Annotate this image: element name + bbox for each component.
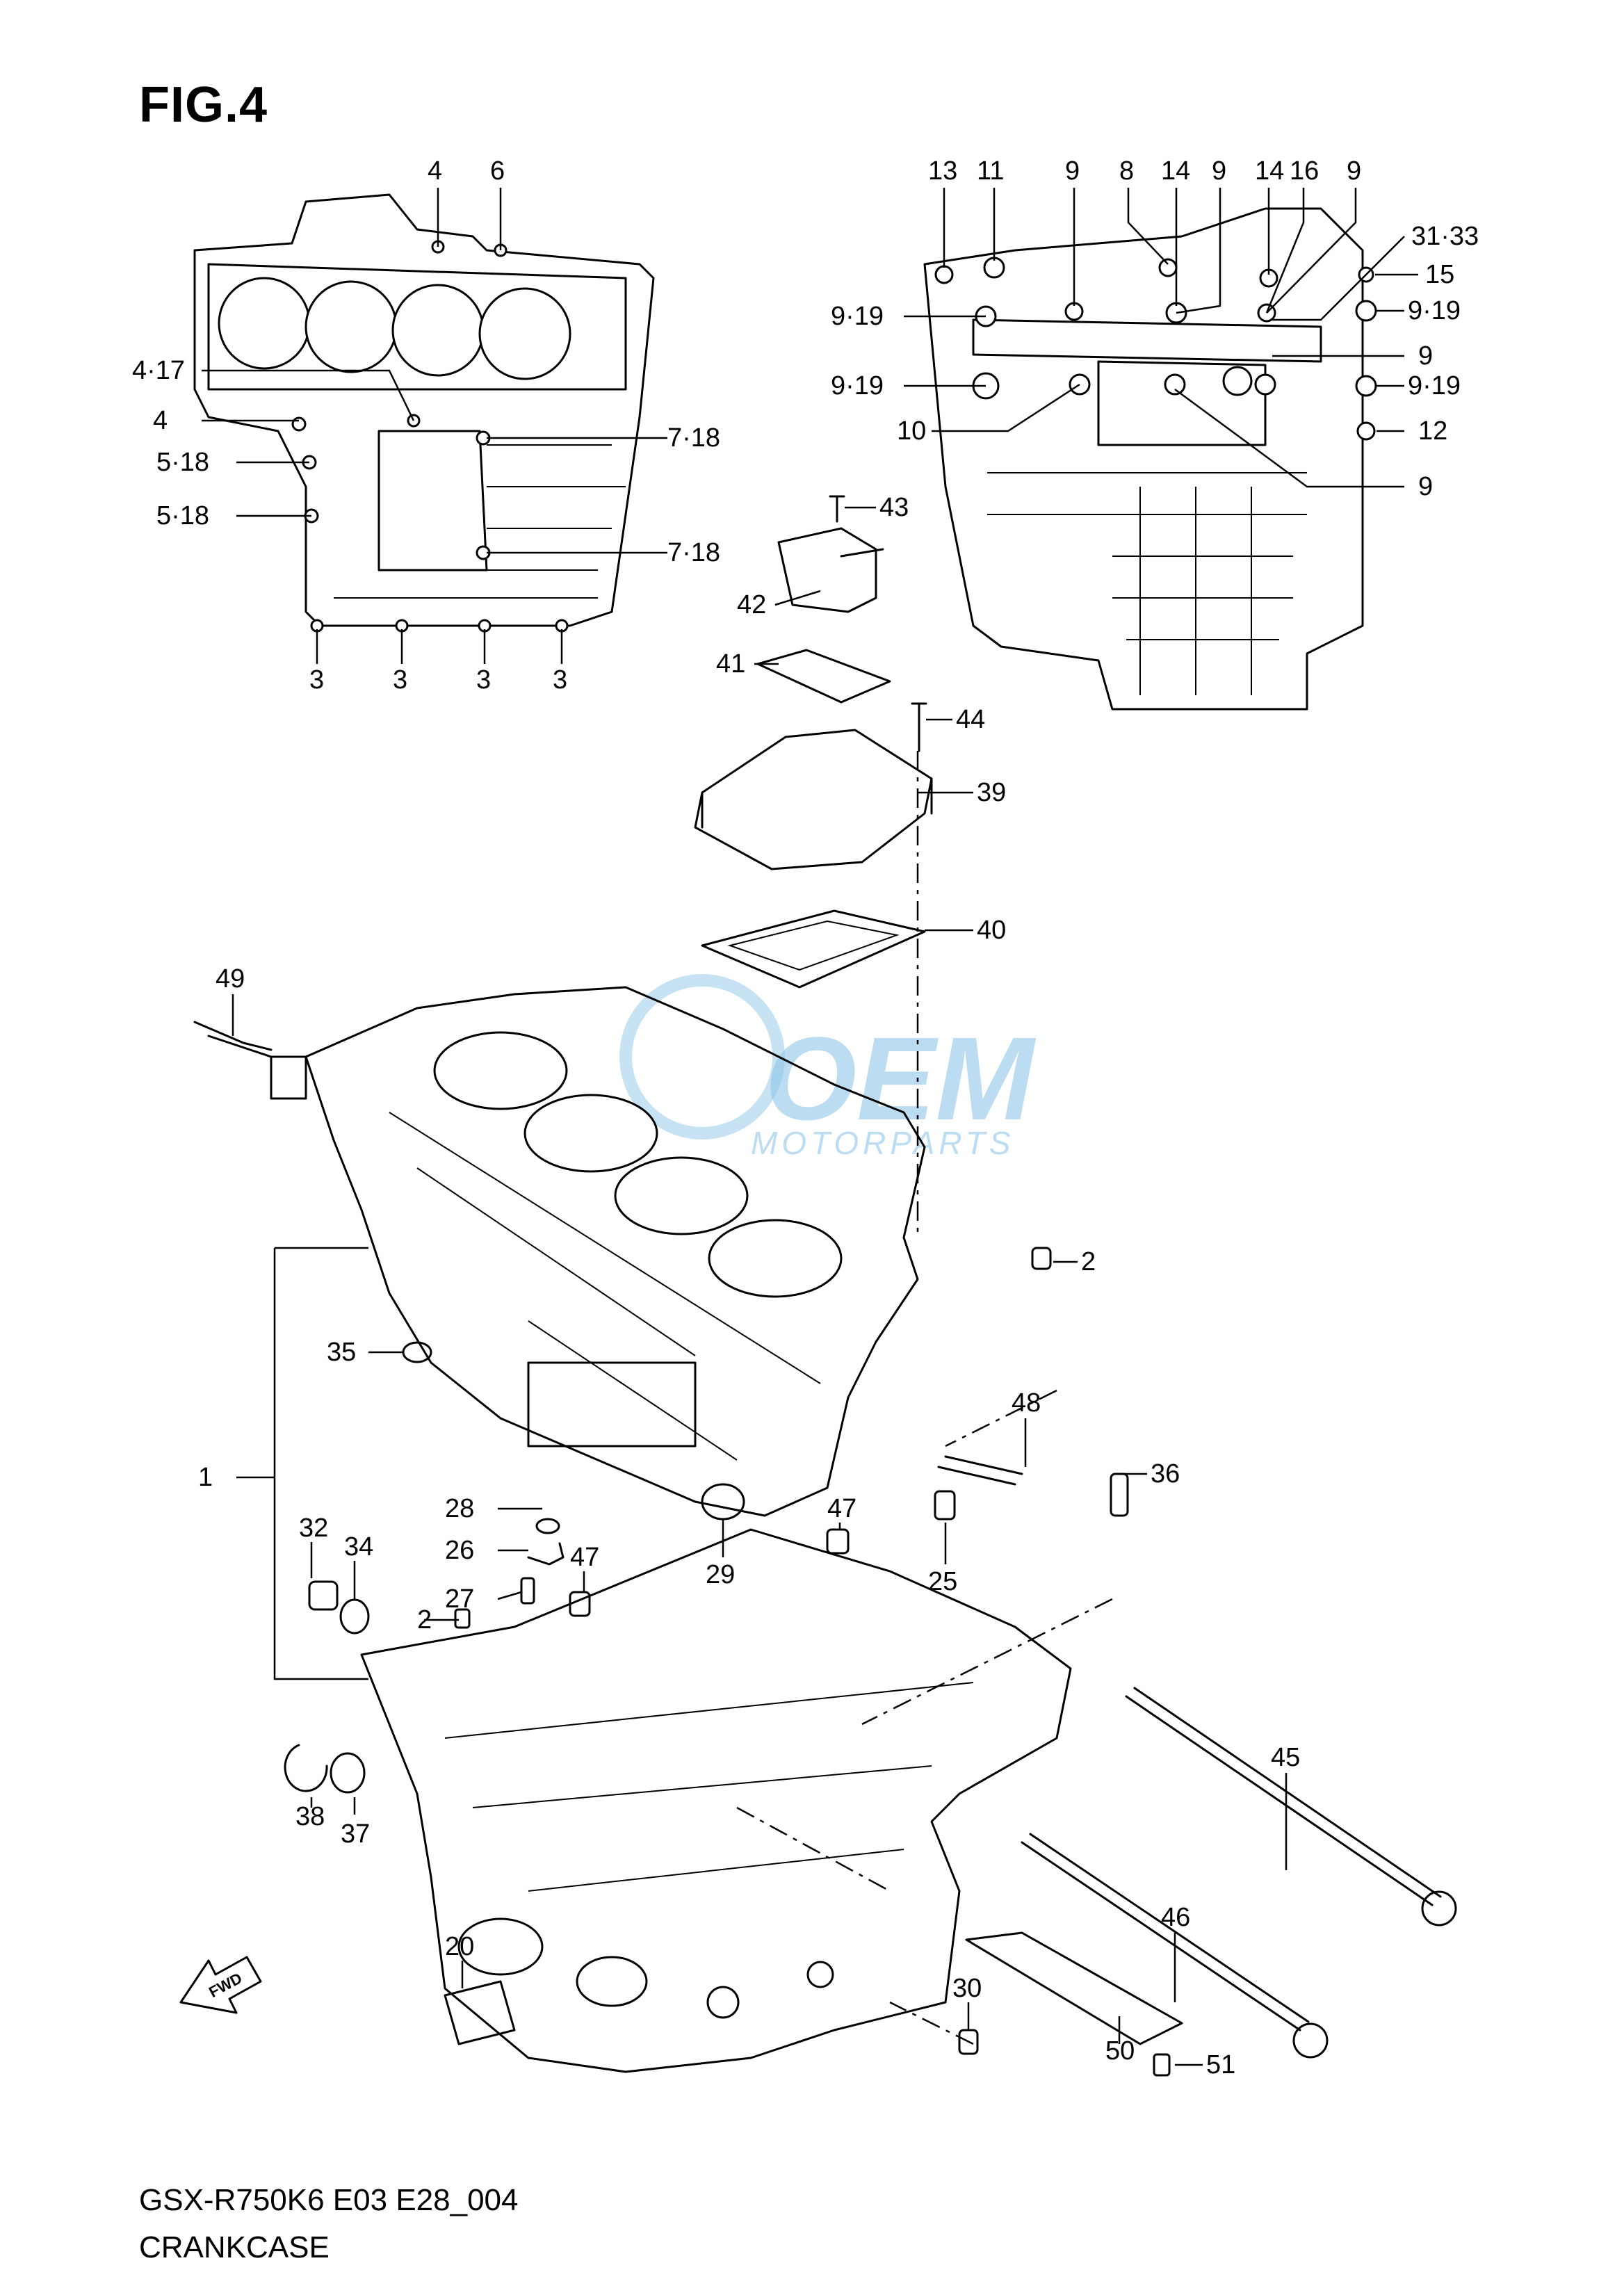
callout-15: 15 xyxy=(1425,260,1454,289)
callout-45: 45 xyxy=(1271,1743,1300,1772)
callout-9: 9 xyxy=(1418,341,1433,371)
callout-46: 46 xyxy=(1161,1903,1190,1932)
watermark-logo: OEM MOTORPARTS xyxy=(619,974,1037,1161)
callout-14: 14 xyxy=(1161,156,1190,186)
crankcase-lower-main xyxy=(360,1528,1072,2073)
section-name: CRANKCASE xyxy=(139,2230,330,2264)
callout-2: 2 xyxy=(1081,1247,1096,1276)
figure-title: FIG.4 xyxy=(139,77,268,133)
watermark-sub: MOTORPARTS xyxy=(751,1125,1014,1161)
callout-43: 43 xyxy=(879,493,909,522)
callout-4-17: 4·17 xyxy=(132,356,185,385)
leader-lines xyxy=(202,188,1418,2066)
callout-16: 16 xyxy=(1290,156,1319,186)
callout-13: 13 xyxy=(928,156,957,186)
callout-44: 44 xyxy=(956,705,985,734)
callout-32: 32 xyxy=(299,1514,328,1543)
callout-29: 29 xyxy=(706,1560,735,1589)
callout-3: 3 xyxy=(476,665,491,695)
callout-26: 26 xyxy=(445,1536,474,1565)
callout-9-19: 9·19 xyxy=(831,371,884,400)
callout-2: 2 xyxy=(417,1605,432,1635)
callout-4: 4 xyxy=(428,156,442,186)
callout-47: 47 xyxy=(827,1494,856,1523)
callout-48: 48 xyxy=(1012,1388,1041,1418)
crankcase-upper-main xyxy=(270,986,926,1517)
forward-arrow-icon: FWD xyxy=(179,1956,262,2014)
callout-27: 27 xyxy=(445,1584,474,1614)
callout-3: 3 xyxy=(393,665,407,695)
callout-4: 4 xyxy=(153,406,168,435)
callout-6: 6 xyxy=(490,156,505,186)
callout-14: 14 xyxy=(1255,156,1284,186)
callout-28: 28 xyxy=(445,1494,474,1523)
callout-31-33: 31·33 xyxy=(1411,222,1479,251)
callout-34: 34 xyxy=(344,1532,373,1562)
model-code: GSX-R750K6 E03 E28_004 xyxy=(139,2183,519,2217)
callout-9: 9 xyxy=(1418,472,1433,501)
callout-1: 1 xyxy=(198,1463,213,1492)
callout-36: 36 xyxy=(1151,1459,1180,1489)
callout-41: 41 xyxy=(716,649,745,679)
crankcase-upper-top-view xyxy=(193,193,655,633)
callout-9: 9 xyxy=(1347,156,1361,186)
callout-47: 47 xyxy=(570,1543,599,1572)
callout-11: 11 xyxy=(977,156,1004,186)
callout-40: 40 xyxy=(977,916,1006,945)
callout-7-18: 7·18 xyxy=(667,538,720,567)
callout-50: 50 xyxy=(1105,2036,1135,2066)
watermark-brand: OEM xyxy=(765,1013,1037,1145)
callout-9: 9 xyxy=(1212,156,1226,186)
callout-9-19: 9·19 xyxy=(1408,371,1461,400)
callout-5-18: 5·18 xyxy=(156,448,209,477)
breather-cover-assembly xyxy=(694,495,933,1238)
callout-38: 38 xyxy=(295,1802,325,1831)
callout-20: 20 xyxy=(445,1932,474,1961)
callout-12: 12 xyxy=(1418,416,1447,446)
callout-10: 10 xyxy=(897,416,926,446)
callout-30: 30 xyxy=(952,1974,982,2003)
callout-35: 35 xyxy=(327,1338,356,1367)
callout-49: 49 xyxy=(216,964,245,994)
callout-8: 8 xyxy=(1119,156,1134,186)
callout-5-18: 5·18 xyxy=(156,501,209,530)
callout-3: 3 xyxy=(553,665,567,695)
callout-3: 3 xyxy=(309,665,324,695)
callout-9-19: 9·19 xyxy=(1408,296,1461,325)
callout-7-18: 7·18 xyxy=(667,423,720,453)
callout-labels: 4 6 4·17 4 5·18 5·18 7·18 7·18 3 3 3 3 1… xyxy=(132,156,1479,2079)
hardware-parts xyxy=(193,1021,1457,2077)
callout-9: 9 xyxy=(1065,156,1080,186)
crankcase-lower-bottom-view xyxy=(923,207,1377,711)
callout-25: 25 xyxy=(928,1567,957,1596)
callout-37: 37 xyxy=(341,1819,370,1849)
callout-42: 42 xyxy=(737,590,766,619)
callout-39: 39 xyxy=(977,778,1006,807)
callout-51: 51 xyxy=(1206,2050,1235,2079)
callout-9-19: 9·19 xyxy=(831,302,884,331)
